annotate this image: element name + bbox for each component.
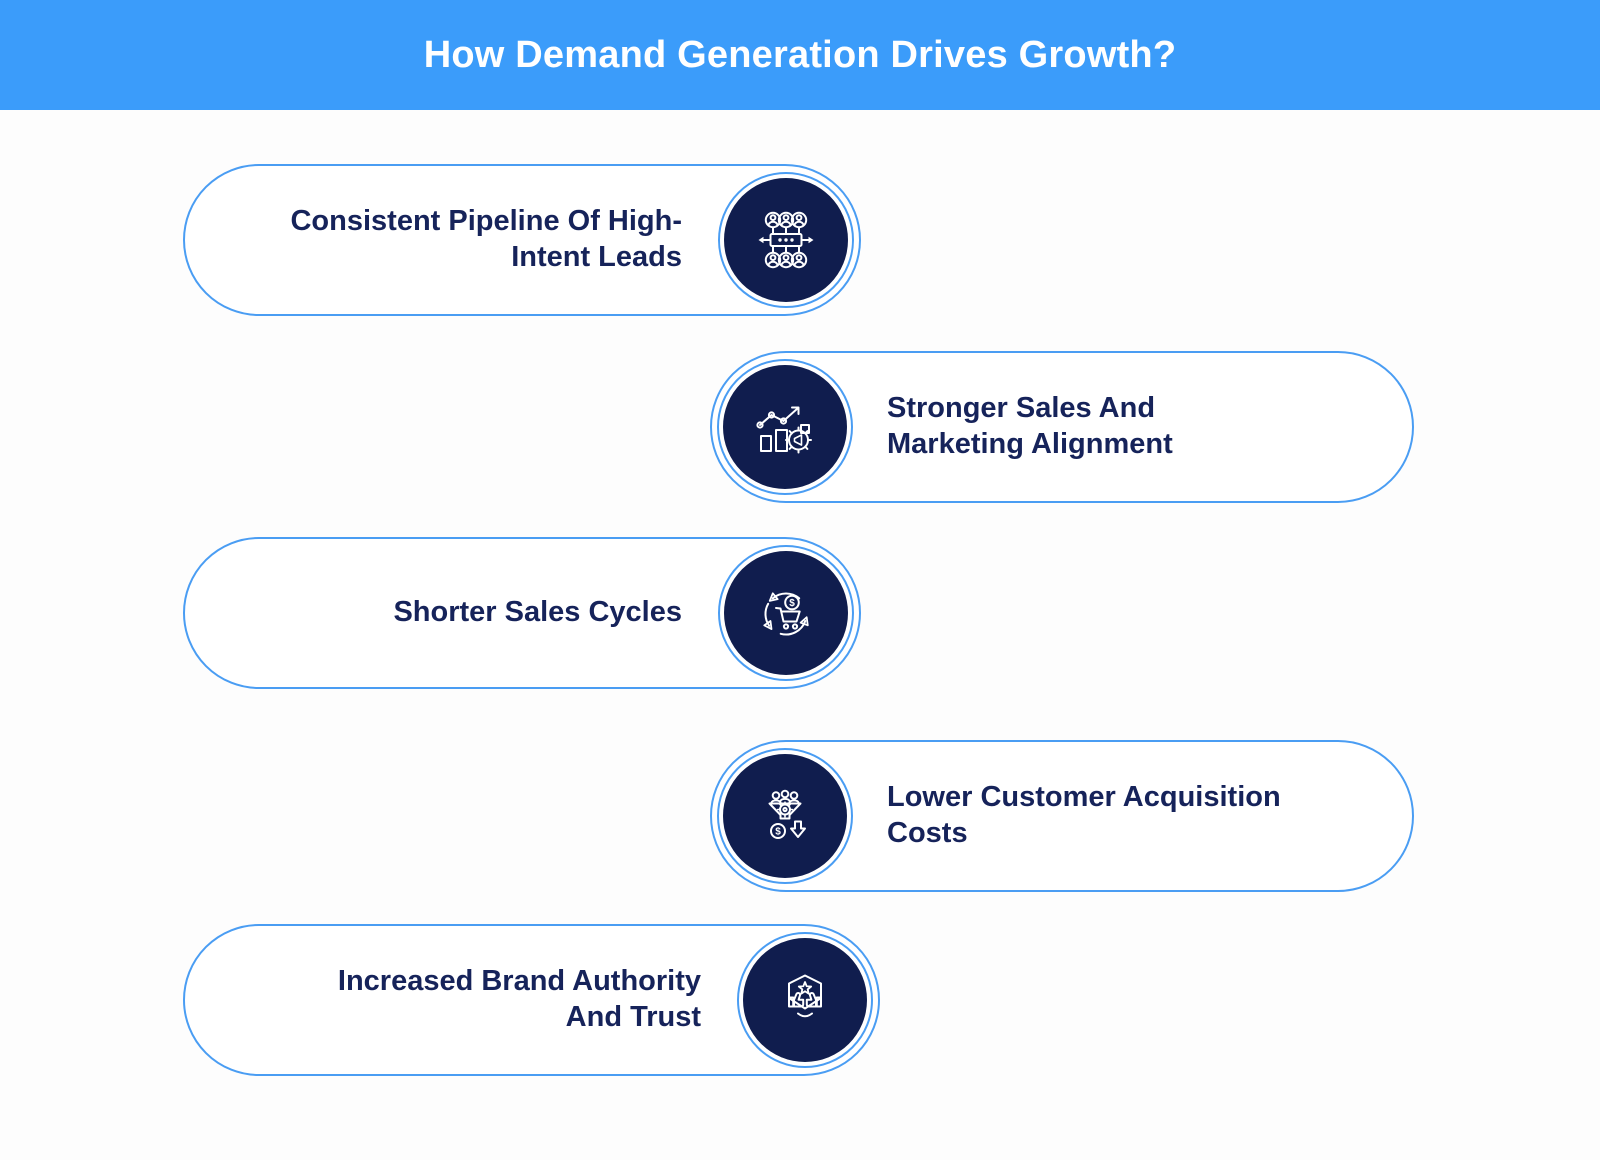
growth-item-label: Stronger Sales And Marketing Alignment bbox=[887, 392, 1173, 460]
svg-text:$: $ bbox=[775, 827, 781, 838]
growth-item-label: Increased Brand Authority And Trust bbox=[337, 965, 701, 1033]
brand-trust-icon bbox=[788, 974, 822, 1018]
icon-ring bbox=[737, 932, 873, 1068]
icon-ring bbox=[717, 359, 853, 495]
sales-marketing-alignment-icon bbox=[756, 406, 812, 454]
growth-item-sales-cycles: Shorter Sales Cycles $ bbox=[183, 537, 861, 689]
svg-text:$: $ bbox=[789, 598, 795, 609]
growth-item-acquisition-costs: $ Lower Customer Acquisition Costs bbox=[710, 740, 1414, 892]
growth-item-label: Consistent Pipeline Of High- Intent Lead… bbox=[290, 205, 682, 273]
icon-ring: $ bbox=[718, 545, 854, 681]
icon-circle bbox=[724, 178, 848, 302]
growth-item-label: Lower Customer Acquisition Costs bbox=[887, 781, 1281, 849]
growth-item-pipeline: Consistent Pipeline Of High- Intent Lead… bbox=[183, 164, 861, 316]
sales-cycle-icon: $ bbox=[763, 592, 809, 636]
acquisition-cost-icon: $ bbox=[768, 789, 806, 839]
leads-pipeline-icon bbox=[758, 211, 814, 269]
growth-item-alignment: Stronger Sales And Marketing Alignment bbox=[710, 351, 1414, 503]
icon-ring bbox=[718, 172, 854, 308]
icon-circle: $ bbox=[724, 551, 848, 675]
icon-circle bbox=[723, 365, 847, 489]
growth-item-label: Shorter Sales Cycles bbox=[393, 596, 682, 629]
page-title: How Demand Generation Drives Growth? bbox=[423, 33, 1177, 76]
growth-item-brand-trust: Increased Brand Authority And Trust bbox=[183, 924, 880, 1076]
icon-circle bbox=[743, 938, 867, 1062]
header-banner: How Demand Generation Drives Growth? bbox=[0, 0, 1600, 110]
icon-ring: $ bbox=[717, 748, 853, 884]
icon-circle: $ bbox=[723, 754, 847, 878]
